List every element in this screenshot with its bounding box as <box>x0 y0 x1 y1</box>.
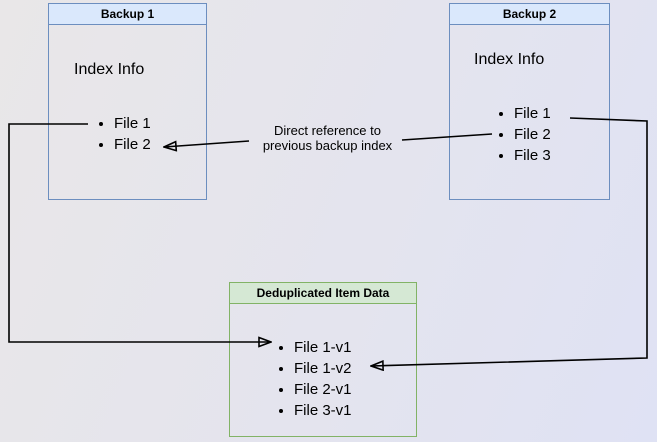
list-item: File 2 <box>514 124 551 145</box>
backup1-file-list: File 1File 2 <box>97 113 151 155</box>
list-item: File 3 <box>514 145 551 166</box>
list-item: File 1-v2 <box>294 358 352 379</box>
backup2-title: Backup 2 <box>450 4 609 25</box>
dedup-title: Deduplicated Item Data <box>230 283 416 304</box>
dedup-box: Deduplicated Item Data <box>229 282 417 437</box>
backup2-index-label: Index Info <box>474 51 545 68</box>
list-item: File 1 <box>514 103 551 124</box>
backup1-box: Backup 1 <box>48 3 207 200</box>
backup2-file-list: File 1File 2File 3 <box>497 103 551 166</box>
dedup-file-list: File 1-v1File 1-v2File 2-v1File 3-v1 <box>277 337 352 421</box>
backup1-title: Backup 1 <box>49 4 206 25</box>
backup2-box: Backup 2 <box>449 3 610 200</box>
list-item: File 2 <box>114 134 151 155</box>
list-item: File 3-v1 <box>294 400 352 421</box>
direct-reference-annotation: Direct reference to previous backup inde… <box>240 123 415 153</box>
annotation-line2: previous backup index <box>262 138 393 153</box>
list-item: File 1 <box>114 113 151 134</box>
list-item: File 2-v1 <box>294 379 352 400</box>
backup1-index-label: Index Info <box>74 61 145 78</box>
annotation-line1: Direct reference to <box>274 123 381 138</box>
list-item: File 1-v1 <box>294 337 352 358</box>
